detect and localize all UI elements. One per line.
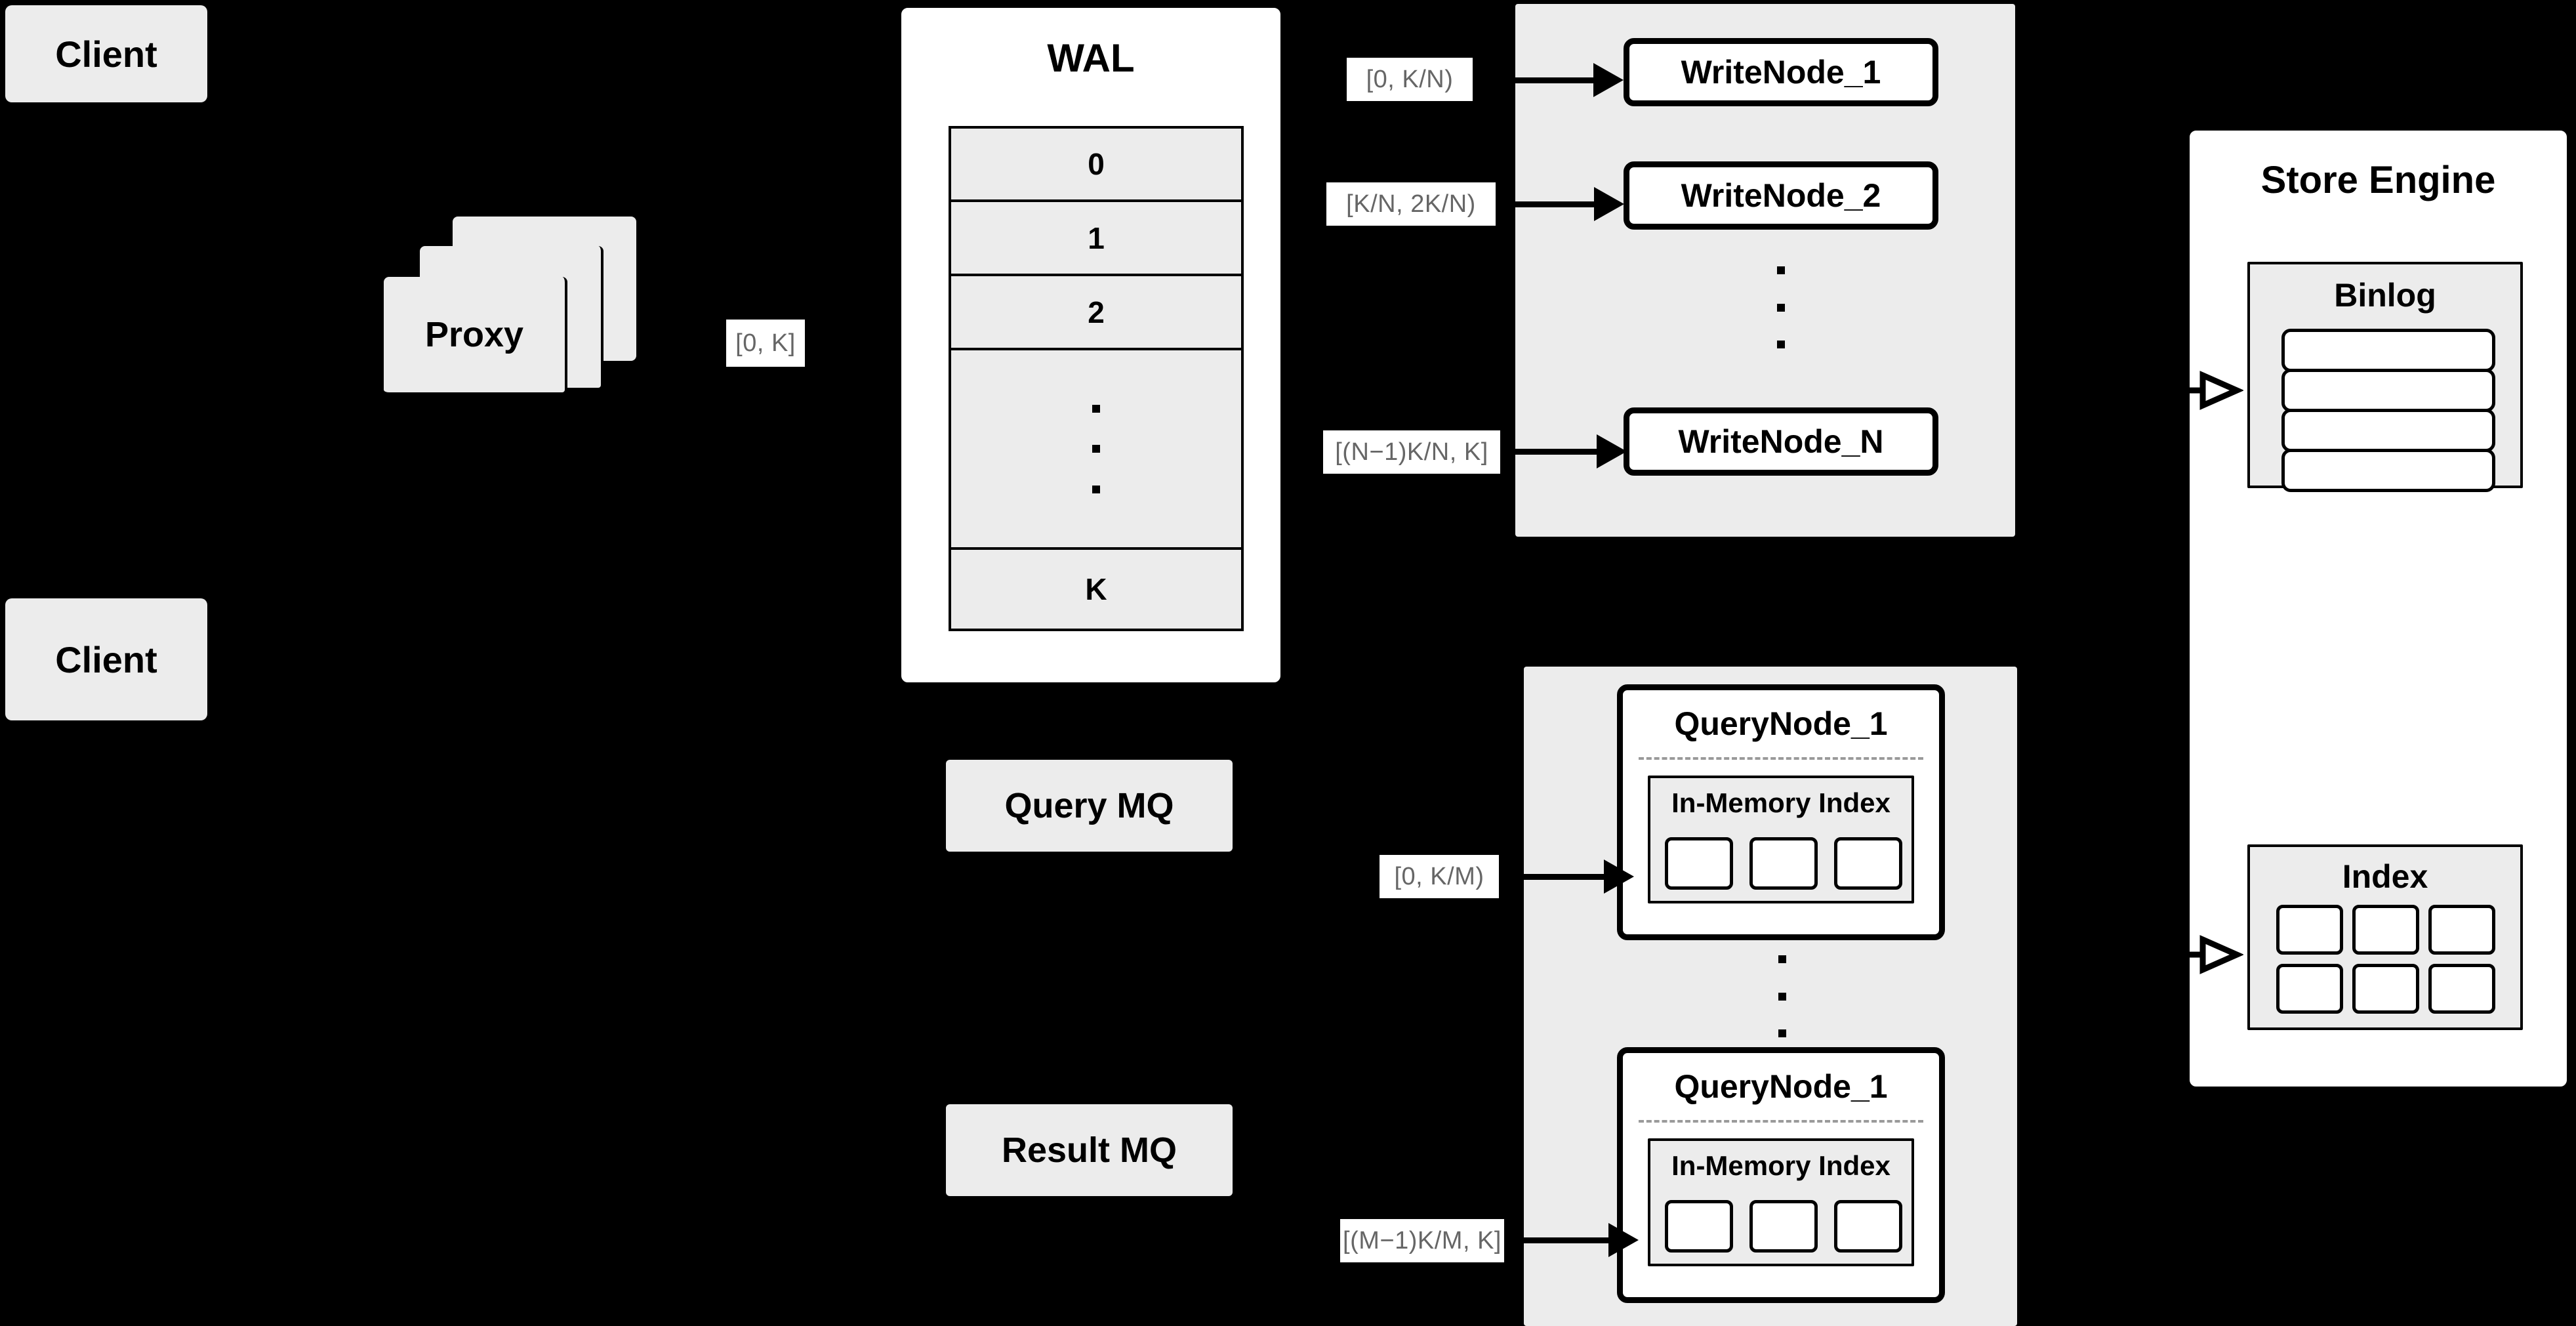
result-mq-box[interactable]: Result MQ <box>946 1104 1233 1196</box>
query-group-ellipsis-icon <box>1776 955 1789 1037</box>
index-slot[interactable] <box>1834 837 1902 890</box>
index-slot[interactable] <box>1665 837 1733 890</box>
wal-row-ellipsis <box>951 350 1241 550</box>
client-box-2[interactable]: Client <box>5 598 207 720</box>
query-node-1[interactable]: QueryNode_1 In-Memory Index <box>1617 684 1945 940</box>
query-node-2-range-label: [(M−1)K/M, K] <box>1340 1219 1504 1262</box>
client-box-1[interactable]: Client <box>5 5 207 102</box>
query-mq-box[interactable]: Query MQ <box>946 760 1233 852</box>
index-open-arrow <box>2165 933 2243 976</box>
binlog-bar[interactable] <box>2281 409 2495 452</box>
client-label-1: Client <box>55 33 157 75</box>
write-node-1-arrow <box>1484 63 1625 97</box>
wal-table: 0 1 2 K <box>949 126 1244 631</box>
write-node-1[interactable]: WriteNode_1 <box>1624 38 1938 106</box>
write-node-1-label: WriteNode_1 <box>1681 54 1881 91</box>
proxy-range-label: [0, K] <box>726 320 805 367</box>
query-node-2-divider <box>1639 1120 1923 1123</box>
index-slot[interactable] <box>2276 905 2343 955</box>
client-label-2: Client <box>55 638 157 680</box>
query-node-1-in-memory-index: In-Memory Index <box>1648 776 1914 903</box>
proxy-label: Proxy <box>424 315 524 354</box>
write-node-n-arrow <box>1507 434 1631 468</box>
binlog-bar[interactable] <box>2281 329 2495 372</box>
query-node-1-range-label: [0, K/M) <box>1380 855 1499 898</box>
wal-row: K <box>1085 572 1107 606</box>
store-engine-panel: Store Engine Binlog Index <box>2186 127 2571 1090</box>
write-node-1-range-label: [0, K/N) <box>1347 58 1473 101</box>
query-node-1-label: QueryNode_1 <box>1674 705 1888 742</box>
index-slot[interactable] <box>1749 837 1818 890</box>
query-node-1-arrow <box>1504 860 1639 894</box>
write-node-2-arrow <box>1504 187 1629 221</box>
index-slot[interactable] <box>2352 964 2419 1014</box>
query-node-2-index-label: In-Memory Index <box>1671 1150 1891 1181</box>
index-slot[interactable] <box>1749 1200 1818 1253</box>
write-node-n[interactable]: WriteNode_N <box>1624 407 1938 476</box>
query-node-2[interactable]: QueryNode_1 In-Memory Index <box>1617 1047 1945 1303</box>
index-slot[interactable] <box>1665 1200 1733 1253</box>
write-node-n-range-label: [(N−1)K/N, K] <box>1323 430 1500 474</box>
write-group-ellipsis-icon <box>1774 266 1788 348</box>
query-node-2-arrow <box>1509 1223 1643 1257</box>
wal-row: 1 <box>951 202 1241 276</box>
wal-row: 0 <box>951 129 1241 202</box>
wal-title: WAL <box>1047 36 1135 80</box>
write-node-2-range-label: [K/N, 2K/N) <box>1326 182 1496 226</box>
query-node-2-in-memory-index: In-Memory Index <box>1648 1138 1914 1266</box>
index-slot[interactable] <box>2428 905 2495 955</box>
binlog-open-arrow <box>2165 369 2243 412</box>
index-slot[interactable] <box>2352 905 2419 955</box>
write-node-group-panel: WriteNode_1 WriteNode_2 WriteNode_N <box>1515 4 2015 537</box>
index-title: Index <box>2342 858 2428 895</box>
wal-row: 2 <box>951 276 1241 350</box>
index-slot[interactable] <box>1834 1200 1902 1253</box>
write-node-2[interactable]: WriteNode_2 <box>1624 161 1938 230</box>
query-node-2-label: QueryNode_1 <box>1674 1068 1888 1105</box>
index-box: Index <box>2247 844 2523 1030</box>
wal-ellipsis-icon <box>1092 404 1100 493</box>
wal-panel: WAL 0 1 2 K <box>897 4 1284 686</box>
proxy-card-front[interactable]: Proxy <box>384 277 567 395</box>
query-node-1-divider <box>1639 757 1923 760</box>
store-engine-title: Store Engine <box>2260 159 2496 201</box>
binlog-bar[interactable] <box>2281 449 2495 492</box>
binlog-title: Binlog <box>2334 277 2436 314</box>
query-node-1-index-label: In-Memory Index <box>1671 787 1891 818</box>
binlog-bar[interactable] <box>2281 369 2495 412</box>
write-node-n-label: WriteNode_N <box>1678 423 1884 460</box>
index-slot[interactable] <box>2276 964 2343 1014</box>
query-mq-label: Query MQ <box>1004 786 1174 825</box>
binlog-box: Binlog <box>2247 262 2523 492</box>
index-slot[interactable] <box>2428 964 2495 1014</box>
query-node-group-panel: QueryNode_1 In-Memory Index QueryNode_1 … <box>1524 667 2017 1326</box>
write-node-2-label: WriteNode_2 <box>1681 177 1881 214</box>
proxy-stack[interactable]: Proxy <box>384 217 672 426</box>
result-mq-label: Result MQ <box>1001 1130 1177 1170</box>
